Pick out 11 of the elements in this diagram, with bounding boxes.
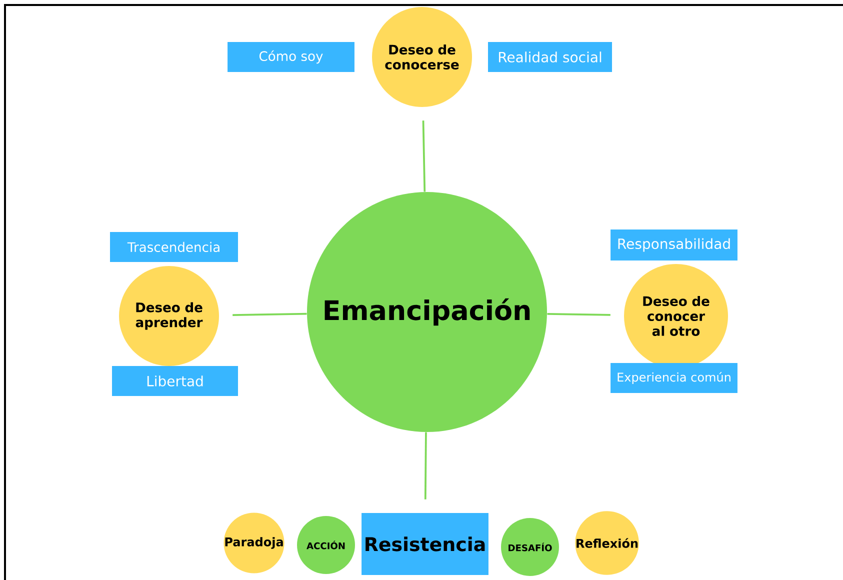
keyword-box: Responsabilidad	[610, 230, 738, 260]
keyword-box: Trascendencia	[110, 232, 238, 262]
keyword-box: Realidad social	[488, 42, 612, 72]
keyword-box: Cómo soy	[228, 42, 354, 72]
title-box: Resistencia	[362, 513, 488, 575]
keyword-box: Experiencia común	[610, 363, 738, 393]
connector-line	[424, 432, 427, 500]
connector-line	[232, 312, 307, 316]
keyword-box: Libertad	[112, 366, 238, 396]
connector-line	[422, 120, 426, 192]
connector-line	[547, 313, 610, 316]
